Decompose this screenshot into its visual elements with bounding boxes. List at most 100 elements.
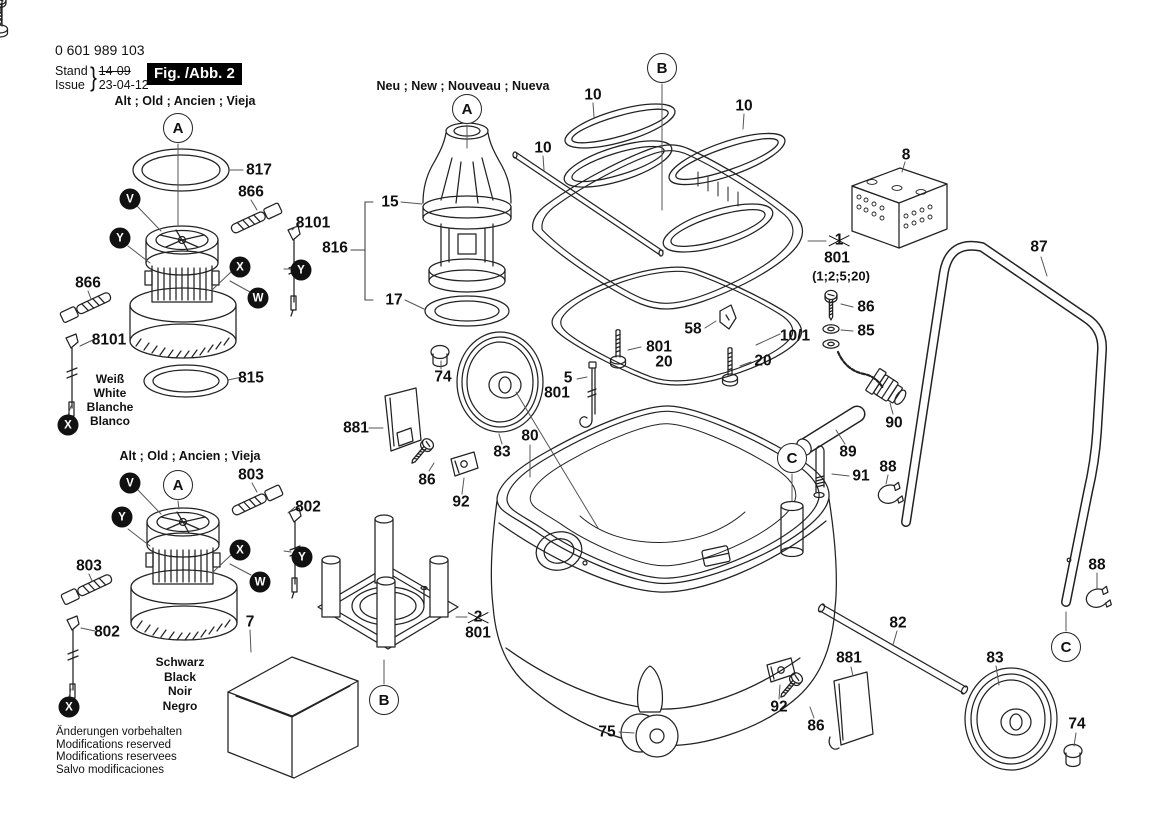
part-label-1: 1 bbox=[834, 231, 844, 249]
motor-assembly-new bbox=[350, 122, 512, 327]
part-label-91: 91 bbox=[852, 467, 870, 485]
part-label-803: 803 bbox=[76, 557, 102, 575]
part-label-58: 58 bbox=[684, 320, 702, 338]
title-block: 0 601 989 103 Stand Issue } 14-09 23-04-… bbox=[55, 42, 149, 93]
part-label-87: 87 bbox=[1030, 238, 1048, 256]
wire-callout-v: V bbox=[119, 472, 141, 494]
part-label-88: 88 bbox=[1088, 556, 1106, 574]
issue-date: 23-04-12 bbox=[98, 77, 149, 92]
part-label-17: 17 bbox=[385, 291, 403, 309]
part-label-881: 881 bbox=[836, 649, 862, 667]
document-number: 0 601 989 103 bbox=[55, 42, 145, 58]
foam-block-part-8 bbox=[851, 167, 948, 249]
part-label-black: Black bbox=[163, 670, 197, 684]
part-label-10-1: 10/1 bbox=[779, 327, 811, 345]
part-label-20: 20 bbox=[754, 352, 772, 370]
drain-plug-and-fittings bbox=[795, 350, 1112, 608]
stand-label: Stand bbox=[55, 63, 88, 78]
part-label-866: 866 bbox=[238, 183, 264, 201]
rear-axle-group bbox=[766, 603, 1083, 771]
part-label-801: 801 bbox=[544, 384, 570, 402]
part-label-white: White bbox=[93, 386, 127, 400]
part-label-801: 801 bbox=[646, 338, 672, 356]
tank-body bbox=[490, 405, 837, 758]
screws-and-clips bbox=[0, 0, 840, 702]
part-label-86: 86 bbox=[857, 298, 875, 316]
brace-glyph: } bbox=[89, 62, 97, 92]
left-wheel-group bbox=[384, 331, 599, 529]
part-label-neu-new-nouveau-nueva: Neu ; New ; Nouveau ; Nueva bbox=[376, 78, 550, 93]
container-part-7 bbox=[227, 656, 359, 779]
part-label-74: 74 bbox=[434, 368, 452, 386]
callout-circle-c: C bbox=[777, 443, 807, 473]
part-label-802: 802 bbox=[94, 623, 120, 641]
wire-callout-x: X bbox=[58, 696, 80, 718]
wire-callout-w: W bbox=[249, 571, 271, 593]
part-label-15: 15 bbox=[381, 193, 399, 211]
note-line-fr: Modifications reservees bbox=[56, 751, 177, 763]
note-line-en: Modifications reserved bbox=[56, 738, 172, 751]
part-label-1-2-5-20: (1;2;5;20) bbox=[812, 268, 870, 284]
note-line-es: Salvo modificaciones bbox=[56, 763, 165, 776]
part-label-8101: 8101 bbox=[295, 214, 331, 232]
superseded-date: 14-09 bbox=[98, 63, 131, 78]
callout-circle-b: B bbox=[647, 53, 677, 83]
part-label-5: 5 bbox=[563, 369, 573, 387]
part-label-alt-old-ancien-vieja: Alt ; Old ; Ancien ; Vieja bbox=[119, 448, 261, 463]
callout-circle-a: A bbox=[163, 470, 193, 500]
wire-callout-y: Y bbox=[109, 227, 131, 249]
part-label-8: 8 bbox=[901, 146, 911, 164]
part-label-blanco: Blanco bbox=[89, 414, 131, 428]
part-label-schwarz: Schwarz bbox=[155, 655, 205, 669]
part-label-blanche: Blanche bbox=[86, 400, 134, 414]
motor-mount-bracket bbox=[317, 514, 459, 650]
wire-callout-x: X bbox=[57, 414, 79, 436]
part-label-negro: Negro bbox=[162, 699, 198, 713]
part-label-74: 74 bbox=[1068, 715, 1086, 733]
leader-lines bbox=[67, 83, 1098, 747]
part-label-881: 881 bbox=[343, 419, 369, 437]
part-label-88: 88 bbox=[879, 458, 897, 476]
callout-circle-b: B bbox=[369, 685, 399, 715]
part-label-80: 80 bbox=[521, 427, 539, 445]
modifications-note: Änderungen vorbehalten Modifications res… bbox=[56, 726, 182, 776]
part-label-816: 816 bbox=[322, 239, 348, 257]
part-label-10: 10 bbox=[584, 86, 602, 104]
issue-label: Issue bbox=[55, 77, 85, 92]
wire-callout-w: W bbox=[247, 287, 269, 309]
push-handle bbox=[901, 240, 1108, 607]
wire-callout-y: Y bbox=[290, 259, 312, 281]
part-label-92: 92 bbox=[770, 698, 788, 716]
part-label-83: 83 bbox=[493, 443, 511, 461]
callout-circle-a: A bbox=[163, 113, 193, 143]
part-label-10: 10 bbox=[735, 97, 753, 115]
part-label-85: 85 bbox=[857, 322, 875, 340]
wire-callout-x: X bbox=[229, 256, 251, 278]
part-label-90: 90 bbox=[885, 414, 903, 432]
part-label-83: 83 bbox=[986, 649, 1004, 667]
part-label-20: 20 bbox=[655, 353, 673, 371]
callout-circle-a: A bbox=[452, 94, 482, 124]
wire-callout-y: Y bbox=[291, 546, 313, 568]
part-label-801: 801 bbox=[465, 624, 491, 642]
lid-assembly bbox=[512, 103, 804, 386]
part-label-noir: Noir bbox=[168, 684, 192, 698]
part-label-92: 92 bbox=[452, 493, 470, 511]
wire-callout-y: Y bbox=[111, 506, 133, 528]
wire-callout-v: V bbox=[119, 188, 141, 210]
part-label-802: 802 bbox=[295, 498, 321, 516]
part-label-815: 815 bbox=[238, 369, 264, 387]
part-label-10: 10 bbox=[534, 139, 552, 157]
part-label-817: 817 bbox=[246, 161, 272, 179]
part-label-7: 7 bbox=[245, 613, 255, 631]
callout-circle-c: C bbox=[1051, 632, 1081, 662]
part-label-2: 2 bbox=[473, 608, 483, 626]
part-label-89: 89 bbox=[839, 443, 857, 461]
part-label-86: 86 bbox=[418, 471, 436, 489]
wire-callout-x: X bbox=[229, 539, 251, 561]
part-label-82: 82 bbox=[889, 614, 907, 632]
part-label-wei: Weiß bbox=[95, 372, 125, 386]
part-label-86: 86 bbox=[807, 717, 825, 735]
